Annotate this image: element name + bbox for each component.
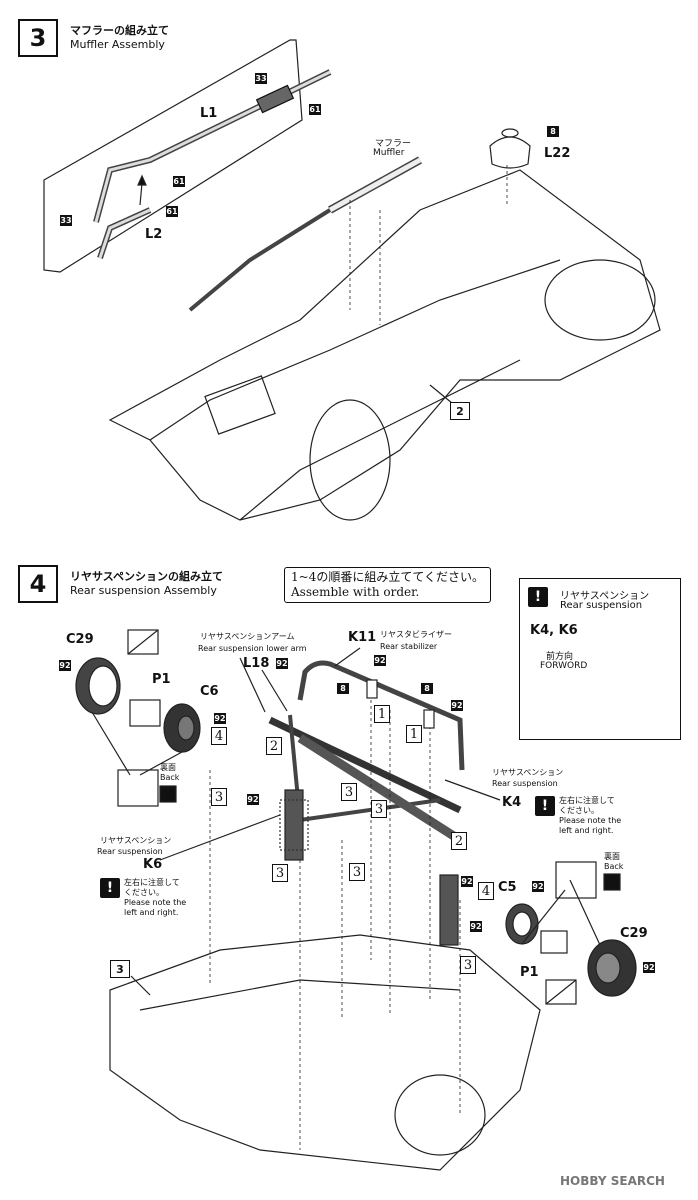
back-label-en: Back: [604, 862, 624, 871]
part-badge-61: 61: [173, 176, 185, 187]
order-step-3: 3: [371, 800, 387, 818]
caution-left-right-k4: ! 左右に注意して ください。 Please note the left and…: [535, 796, 635, 840]
caution-text: 左右に注意して ください。 Please note the left and r…: [124, 878, 187, 917]
part-badge-92: 92: [247, 794, 259, 805]
hobby-search-watermark: HOBBY SEARCH: [560, 1174, 665, 1188]
part-badge-92: 92: [451, 700, 463, 711]
rear-suspension-k4-label-jp: リヤサスペンション: [492, 768, 564, 777]
back-label-en: Back: [160, 773, 180, 782]
part-badge-92: 92: [214, 713, 226, 724]
part-label-c29: C29: [620, 926, 648, 941]
part-label-k11: K11: [348, 630, 377, 645]
back-label-jp: 裏面: [604, 852, 620, 861]
caution-left-right-k6: ! 左右に注意して ください。 Please note the left and…: [100, 878, 200, 922]
order-step-4: 4: [478, 882, 494, 900]
back-label-jp: 裏面: [160, 763, 176, 772]
step-4-title-en: Rear suspension Assembly: [70, 584, 217, 597]
part-label-c5: C5: [498, 880, 517, 895]
part-badge-8: 8: [547, 126, 559, 137]
part-label-k6: K6: [143, 857, 163, 872]
part-badge-92: 92: [470, 921, 482, 932]
step-4-number: 4: [18, 565, 58, 603]
caution-text: 左右に注意して ください。 Please note the left and r…: [559, 796, 622, 835]
inset-front-jp: 前方向: [546, 652, 574, 662]
stabilizer-label-jp: リヤスタビライザー: [380, 630, 452, 639]
inset-parts: K4, K6: [530, 623, 578, 638]
part-badge-33: 33: [255, 73, 267, 84]
part-badge-61: 61: [166, 206, 178, 217]
part-badge-92: 92: [461, 876, 473, 887]
inset-title-en: Rear suspension: [560, 600, 643, 611]
reference-step-box-2: 2: [450, 402, 470, 420]
part-badge-92: 92: [374, 655, 386, 666]
order-step-2: 2: [451, 832, 467, 850]
part-badge-33: 33: [60, 215, 72, 226]
caution-icon: !: [535, 796, 555, 816]
part-badge-92: 92: [532, 881, 544, 892]
reference-step-box-3: 3: [110, 960, 130, 978]
step-4-title-jp: リヤサスペンションの組み立て: [70, 570, 224, 583]
part-badge-8: 8: [421, 683, 433, 694]
order-step-2: 2: [266, 737, 282, 755]
muffler-detail-frame: [43, 39, 303, 273]
part-badge-8: 8: [337, 683, 349, 694]
rear-suspension-k6-label-en: Rear suspension: [97, 847, 163, 856]
part-label-c6: C6: [200, 684, 219, 699]
order-step-4: 4: [211, 727, 227, 745]
part-badge-92: 92: [643, 962, 655, 973]
part-label-l18: L18: [243, 656, 270, 671]
order-step-3: 3: [272, 864, 288, 882]
order-step-3: 3: [341, 783, 357, 801]
order-step-3: 3: [349, 863, 365, 881]
step-3-title-en: Muffler Assembly: [70, 38, 165, 51]
rear-suspension-k4-label-en: Rear suspension: [492, 779, 558, 788]
lower-arm-label-en: Rear suspension lower arm: [198, 644, 307, 653]
caution-icon: !: [100, 878, 120, 898]
muffler-label-jp: マフラー: [375, 139, 412, 149]
muffler-label-en: Muffler: [373, 148, 405, 158]
part-label-l2: L2: [145, 227, 163, 242]
part-label-p1: P1: [520, 965, 539, 980]
stabilizer-label-en: Rear stabilizer: [380, 642, 438, 651]
rear-suspension-inset: ! リヤサスペンション Rear suspension K4, K6 前方向 F…: [519, 578, 681, 740]
part-label-l22: L22: [544, 146, 571, 161]
part-badge-61: 61: [309, 104, 321, 115]
part-label-p1: P1: [152, 672, 171, 687]
part-badge-92: 92: [276, 658, 288, 669]
note-jp: 1~4の順番に組み立ててください。: [291, 570, 484, 584]
part-badge-92: 92: [59, 660, 71, 671]
step-3-number: 3: [18, 19, 58, 57]
note-en: Assemble with order.: [291, 585, 420, 599]
inset-front-en: FORWORD: [540, 661, 588, 671]
order-step-1: 1: [406, 725, 422, 743]
part-label-c29: C29: [66, 632, 94, 647]
lower-arm-label-jp: リヤサスペンションアーム: [200, 632, 295, 641]
step-3-title-jp: マフラーの組み立て: [70, 24, 169, 37]
part-label-l1: L1: [200, 106, 218, 121]
order-step-1: 1: [374, 705, 390, 723]
rear-suspension-k6-label-jp: リヤサスペンション: [100, 836, 172, 845]
assembly-order-note: 1~4の順番に組み立ててください。 Assemble with order.: [284, 567, 491, 603]
order-step-3: 3: [460, 956, 476, 974]
part-label-k4: K4: [502, 795, 522, 810]
order-step-3: 3: [211, 788, 227, 806]
inset-title-jp: リヤサスペンション: [560, 591, 650, 602]
caution-icon: !: [528, 587, 548, 607]
